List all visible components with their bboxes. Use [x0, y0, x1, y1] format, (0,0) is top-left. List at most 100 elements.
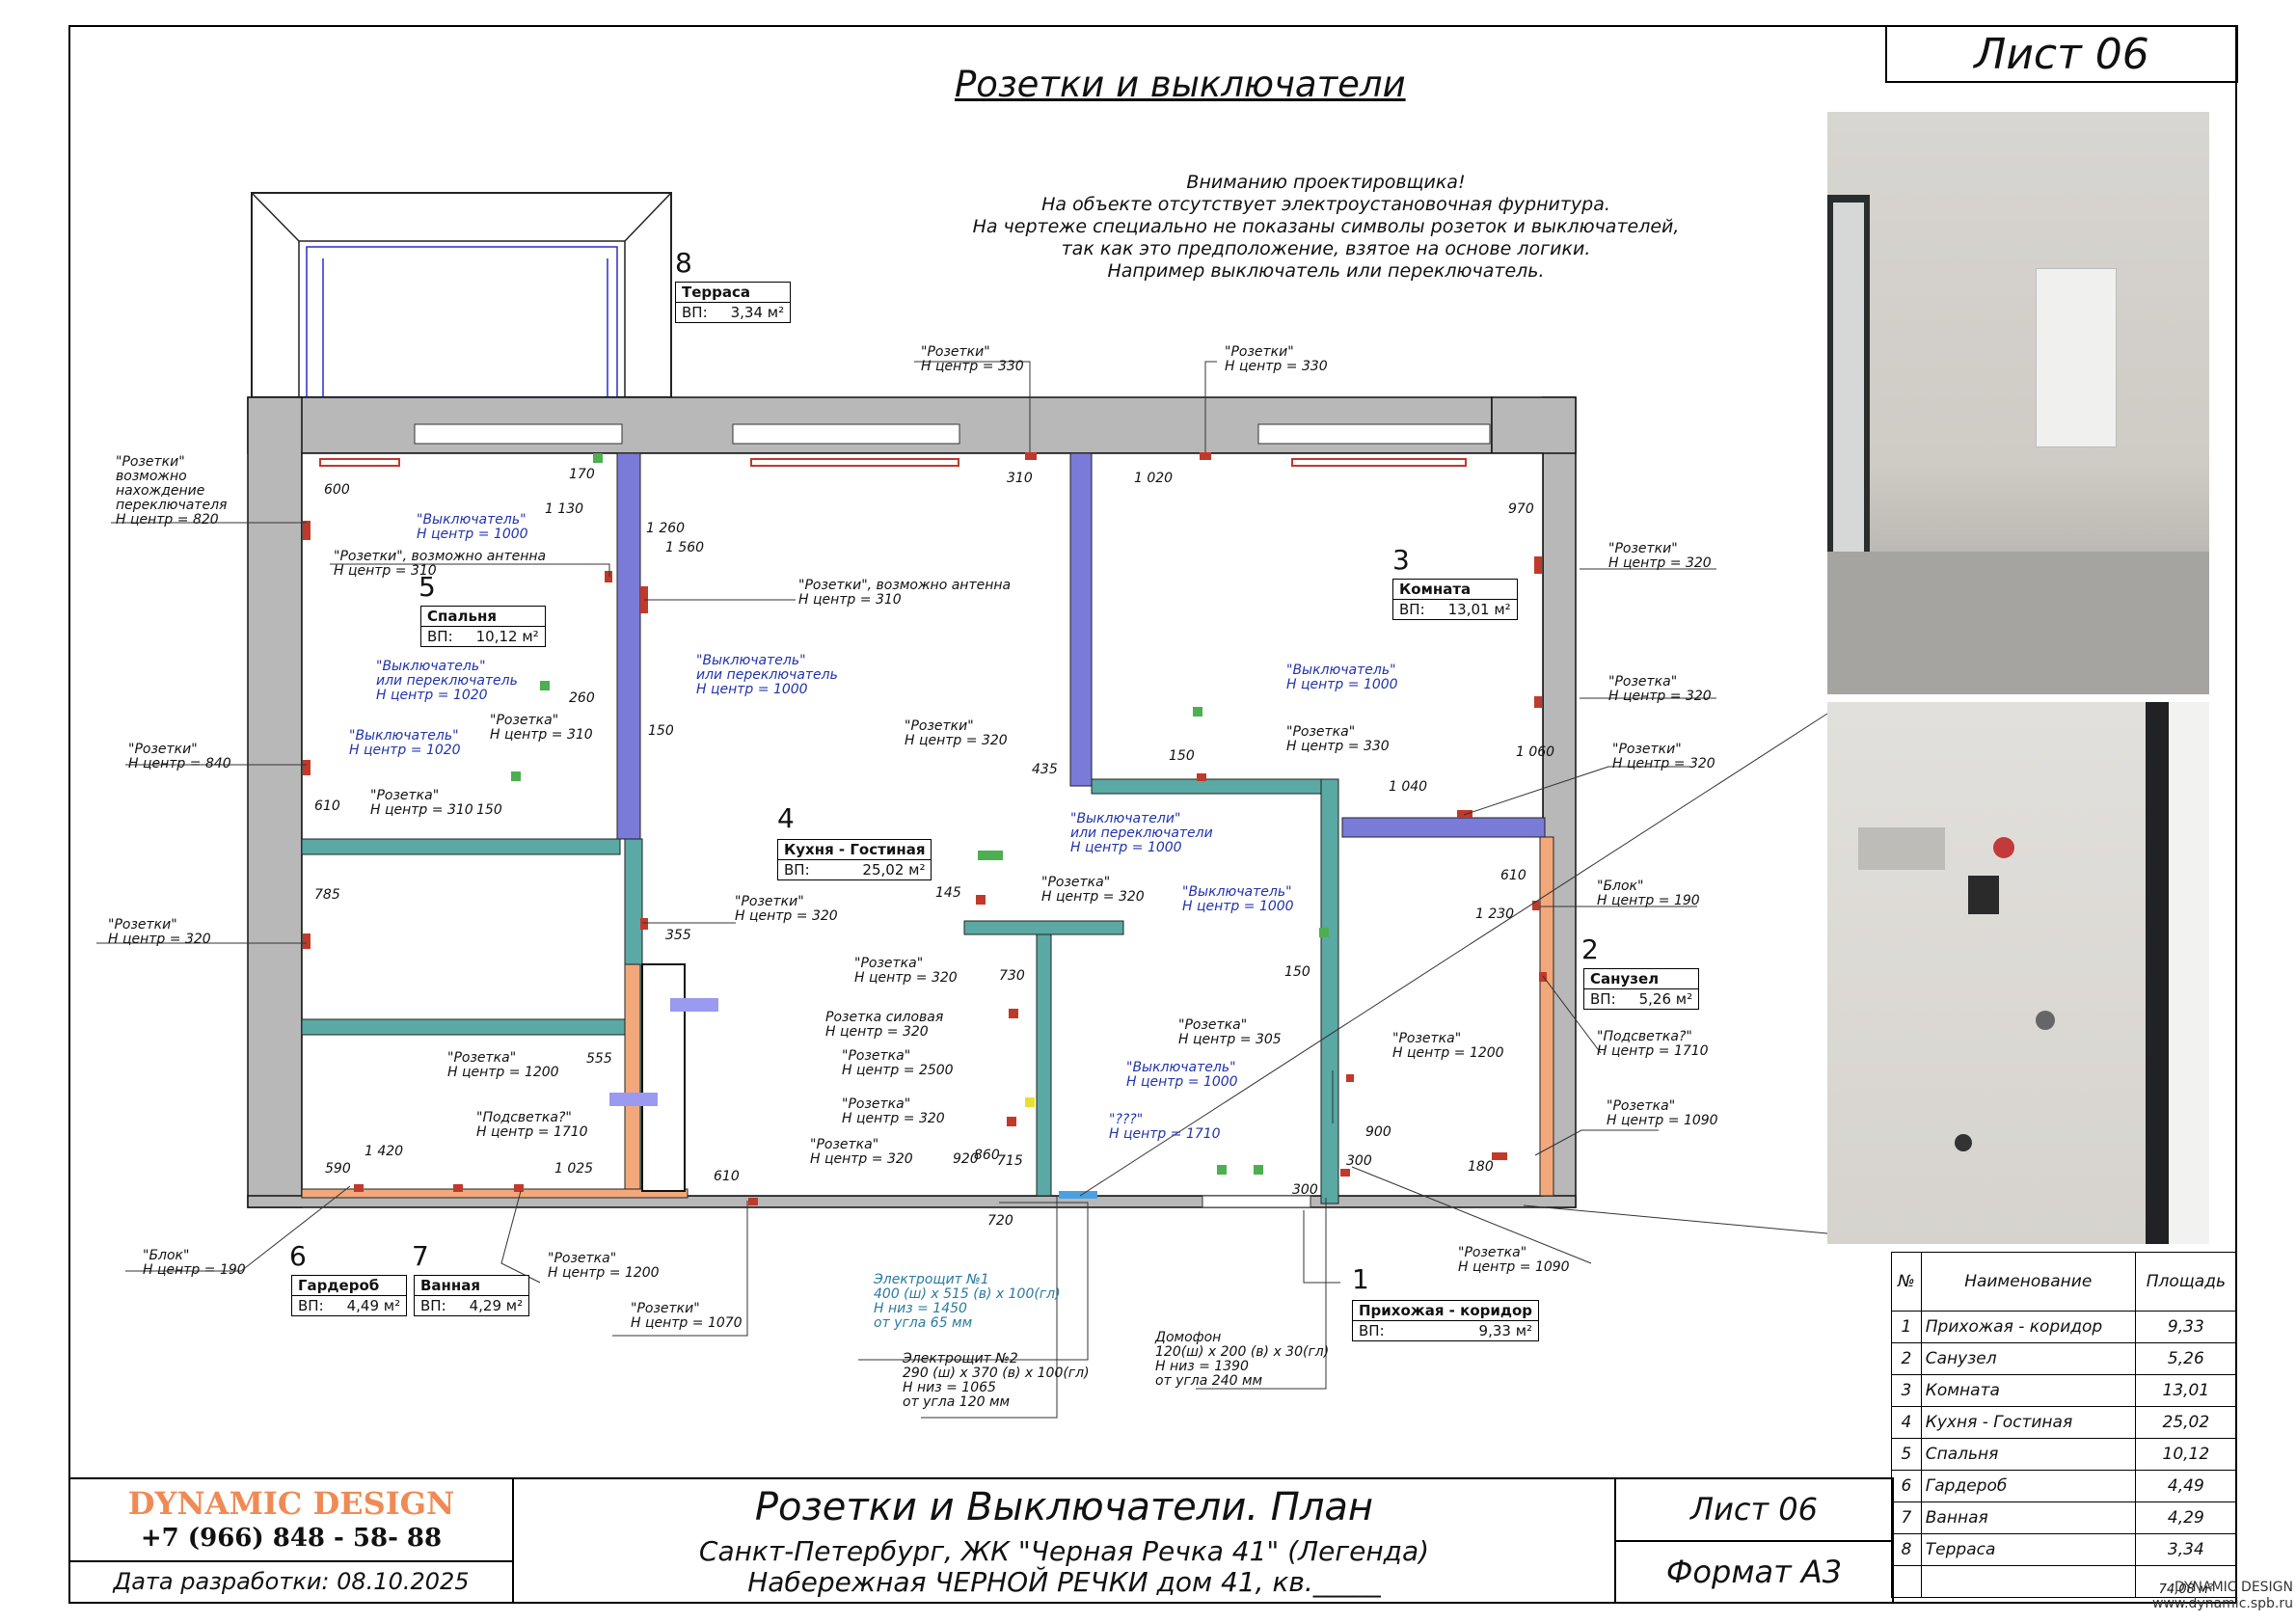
annotation: "Выключатель" Н центр = 1020	[349, 728, 461, 758]
dimension: 1 040	[1389, 779, 1428, 795]
room-label-wardrobe: Гардероб ВП:4,49 м²	[291, 1275, 408, 1316]
area-value: 9,33 м²	[1478, 1322, 1533, 1339]
area-label: ВП:	[1359, 1322, 1385, 1339]
room-area: ВП: 4,49 м²	[292, 1296, 406, 1315]
room-area: ВП: 25,02 м²	[778, 860, 931, 879]
annotation: "Розетка" Н центр = 330	[1286, 724, 1390, 754]
partitions	[301, 452, 1554, 1204]
annotation: "Розетка" Н центр = 2500	[842, 1048, 954, 1078]
room-name: Прихожая - коридор	[1353, 1301, 1539, 1321]
area-value: 25,02 м²	[862, 861, 926, 879]
table-cell	[1891, 1565, 1922, 1598]
room-number: 6	[289, 1240, 307, 1272]
annotation: "Розетки" Н центр = 330	[921, 344, 1024, 374]
annotation: "Розетка" Н центр = 320	[842, 1096, 945, 1126]
plaster-patch	[1858, 827, 1945, 870]
sheet-number: Лист 06	[1690, 1491, 1818, 1528]
room-label-room: Комната ВП:13,01 м²	[1392, 579, 1518, 620]
annotation: Электрощит №2 290 (ш) х 370 (в) х 100(гл…	[903, 1351, 1090, 1410]
annotation: "Розетки" Н центр = 1070	[631, 1301, 743, 1331]
annotation: Электрощит №1 400 (ш) х 515 (в) х 100(гл…	[874, 1272, 1061, 1331]
table-cell: Комната	[1920, 1374, 2136, 1407]
annotation: "Выключатель" Н центр = 1000	[1286, 663, 1398, 692]
dimension: 1 260	[646, 521, 686, 536]
dimension: 1 025	[554, 1161, 594, 1177]
dimension: 300	[1292, 1182, 1318, 1198]
dimension: 1 020	[1134, 471, 1174, 486]
annotation: "Блок" Н центр = 190	[1597, 879, 1700, 908]
dimension: 300	[1346, 1153, 1372, 1169]
area-value: 4,29 м²	[469, 1297, 524, 1314]
annotation: Домофон 120(ш) х 200 (в) х 30(гл) Н низ …	[1155, 1330, 1330, 1389]
watermark: DYNAMIC DESIGN www.dynamic.spb.ru	[2131, 1580, 2293, 1612]
dimension: 1 560	[665, 540, 705, 555]
dimension: 715	[997, 1153, 1023, 1169]
annotation: "Выключатели" или переключатели Н центр …	[1070, 811, 1213, 855]
sheet-format: Формат А3	[1665, 1554, 1843, 1590]
dimension: 555	[586, 1051, 612, 1067]
annotation: "Розетка" Н центр = 320	[810, 1137, 913, 1167]
annotation: "Розетка" Н центр = 1200	[548, 1251, 660, 1281]
room-area: ВП:13,01 м²	[1393, 600, 1517, 619]
annotation: "Подсветка?" Н центр = 1710	[476, 1110, 588, 1140]
sheet-label: Лист 06	[1885, 25, 2238, 83]
annotation: "Розетка" Н центр = 305	[1178, 1017, 1282, 1047]
annotation: "Розетки" Н центр = 330	[1225, 344, 1328, 374]
header-cell: №	[1891, 1252, 1922, 1312]
dimension: 150	[476, 802, 502, 818]
annotation: "Подсветка?" Н центр = 1710	[1597, 1029, 1709, 1059]
development-date: Дата разработки: 08.10.2025	[113, 1568, 470, 1595]
title-block-main: Розетки и Выключатели. План Санкт-Петерб…	[512, 1477, 1616, 1604]
dimension: 720	[987, 1213, 1013, 1229]
watermark-brand: DYNAMIC DESIGN	[2174, 1580, 2293, 1595]
table-total: 74,08 м²	[2134, 1565, 2238, 1598]
annotation: "Розетки" Н центр = 320	[108, 917, 211, 947]
annotation: "Выключатель" Н центр = 1000	[1182, 884, 1294, 914]
table-cell: 6	[1891, 1470, 1922, 1502]
table-cell: Гардероб	[1920, 1470, 2136, 1502]
header-cell: Наименование	[1920, 1252, 2136, 1312]
table-cell: 2	[1891, 1342, 1922, 1375]
dimension: 1 420	[365, 1144, 404, 1159]
notice-line: так как это предположение, взятое на осн…	[1061, 238, 1591, 259]
area-label: ВП:	[784, 861, 810, 879]
room-label-terrace: Терраса ВП:3,34 м²	[675, 282, 792, 323]
annotation: "Розетка" Н центр = 320	[854, 956, 958, 986]
room-number: 7	[412, 1240, 429, 1272]
company-phone: +7 (966) 848 - 58- 88	[140, 1524, 443, 1553]
room-label-bath: Ванная ВП:4,29 м²	[414, 1275, 530, 1316]
table-cell: Прихожая - коридор	[1920, 1311, 2136, 1343]
dimension: 730	[999, 968, 1025, 984]
table-row: 74,08 м²	[1891, 1565, 2238, 1598]
annotation: "???" Н центр = 1710	[1109, 1112, 1221, 1142]
area-label: ВП:	[298, 1297, 324, 1314]
table-cell: 4,29	[2134, 1501, 2238, 1534]
site-photo-2	[1827, 702, 2209, 1244]
dimension: 435	[1032, 762, 1058, 777]
table-cell: Санузел	[1920, 1342, 2136, 1375]
table-cell: 10,12	[2134, 1438, 2238, 1471]
table-cell: Кухня - Гостиная	[1920, 1406, 2136, 1439]
table-cell: 5,26	[2134, 1342, 2238, 1375]
area-value: 13,01 м²	[1447, 601, 1511, 618]
dimension: 600	[324, 482, 350, 498]
room-number: 2	[1581, 933, 1599, 965]
page-title: Розетки и выключатели	[955, 64, 1406, 105]
dimension: 920	[953, 1151, 979, 1167]
table-cell: 3	[1891, 1374, 1922, 1407]
socket-box	[2036, 1011, 2055, 1030]
electrical-panel	[2036, 268, 2117, 447]
area-value: 4,49 м²	[346, 1297, 401, 1314]
area-label: ВП:	[420, 1297, 446, 1314]
room-number: 5	[419, 571, 436, 603]
address-line: Санкт-Петербург, ЖК "Черная Речка 41" (Л…	[698, 1535, 1430, 1567]
table-cell: 25,02	[2134, 1406, 2238, 1439]
room-number: 4	[777, 802, 795, 834]
windows	[319, 423, 1491, 1208]
dimension: 260	[569, 690, 595, 706]
socket-markers	[303, 452, 1547, 1205]
annotation: "Розетка" Н центр = 1090	[1458, 1245, 1570, 1275]
area-value: 3,34 м²	[730, 304, 785, 321]
